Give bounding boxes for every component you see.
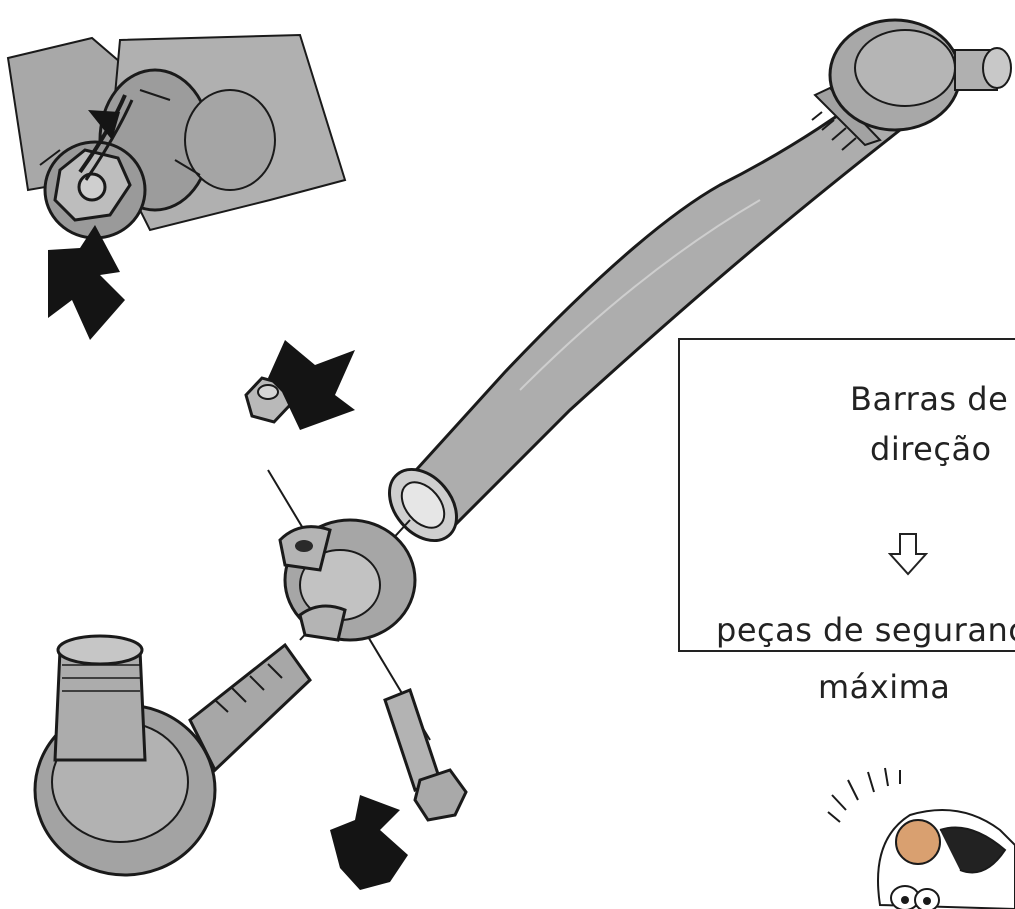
pointer-arrow-1 (48, 225, 125, 340)
clamp-bolt (383, 688, 468, 822)
tie-rod-end-upper (811, 18, 1012, 151)
clamp-collar (278, 518, 417, 642)
cartoon-character (827, 767, 1015, 909)
inset-castle-nut-detail (6, 33, 347, 240)
hollow-arrow-down-icon (888, 533, 928, 576)
callout-line-3: peças de segurança (716, 611, 1015, 649)
tie-rod-end-lower (33, 634, 312, 877)
pointer-arrow-2 (268, 340, 355, 430)
safety-callout-box: Barras de direção peças de segurança máx… (678, 338, 1015, 706)
callout-line-2: direção (870, 430, 992, 468)
callout-line-1: Barras de (850, 380, 1009, 418)
callout-line-4: máxima (818, 668, 951, 706)
pointer-arrow-3 (330, 795, 408, 890)
